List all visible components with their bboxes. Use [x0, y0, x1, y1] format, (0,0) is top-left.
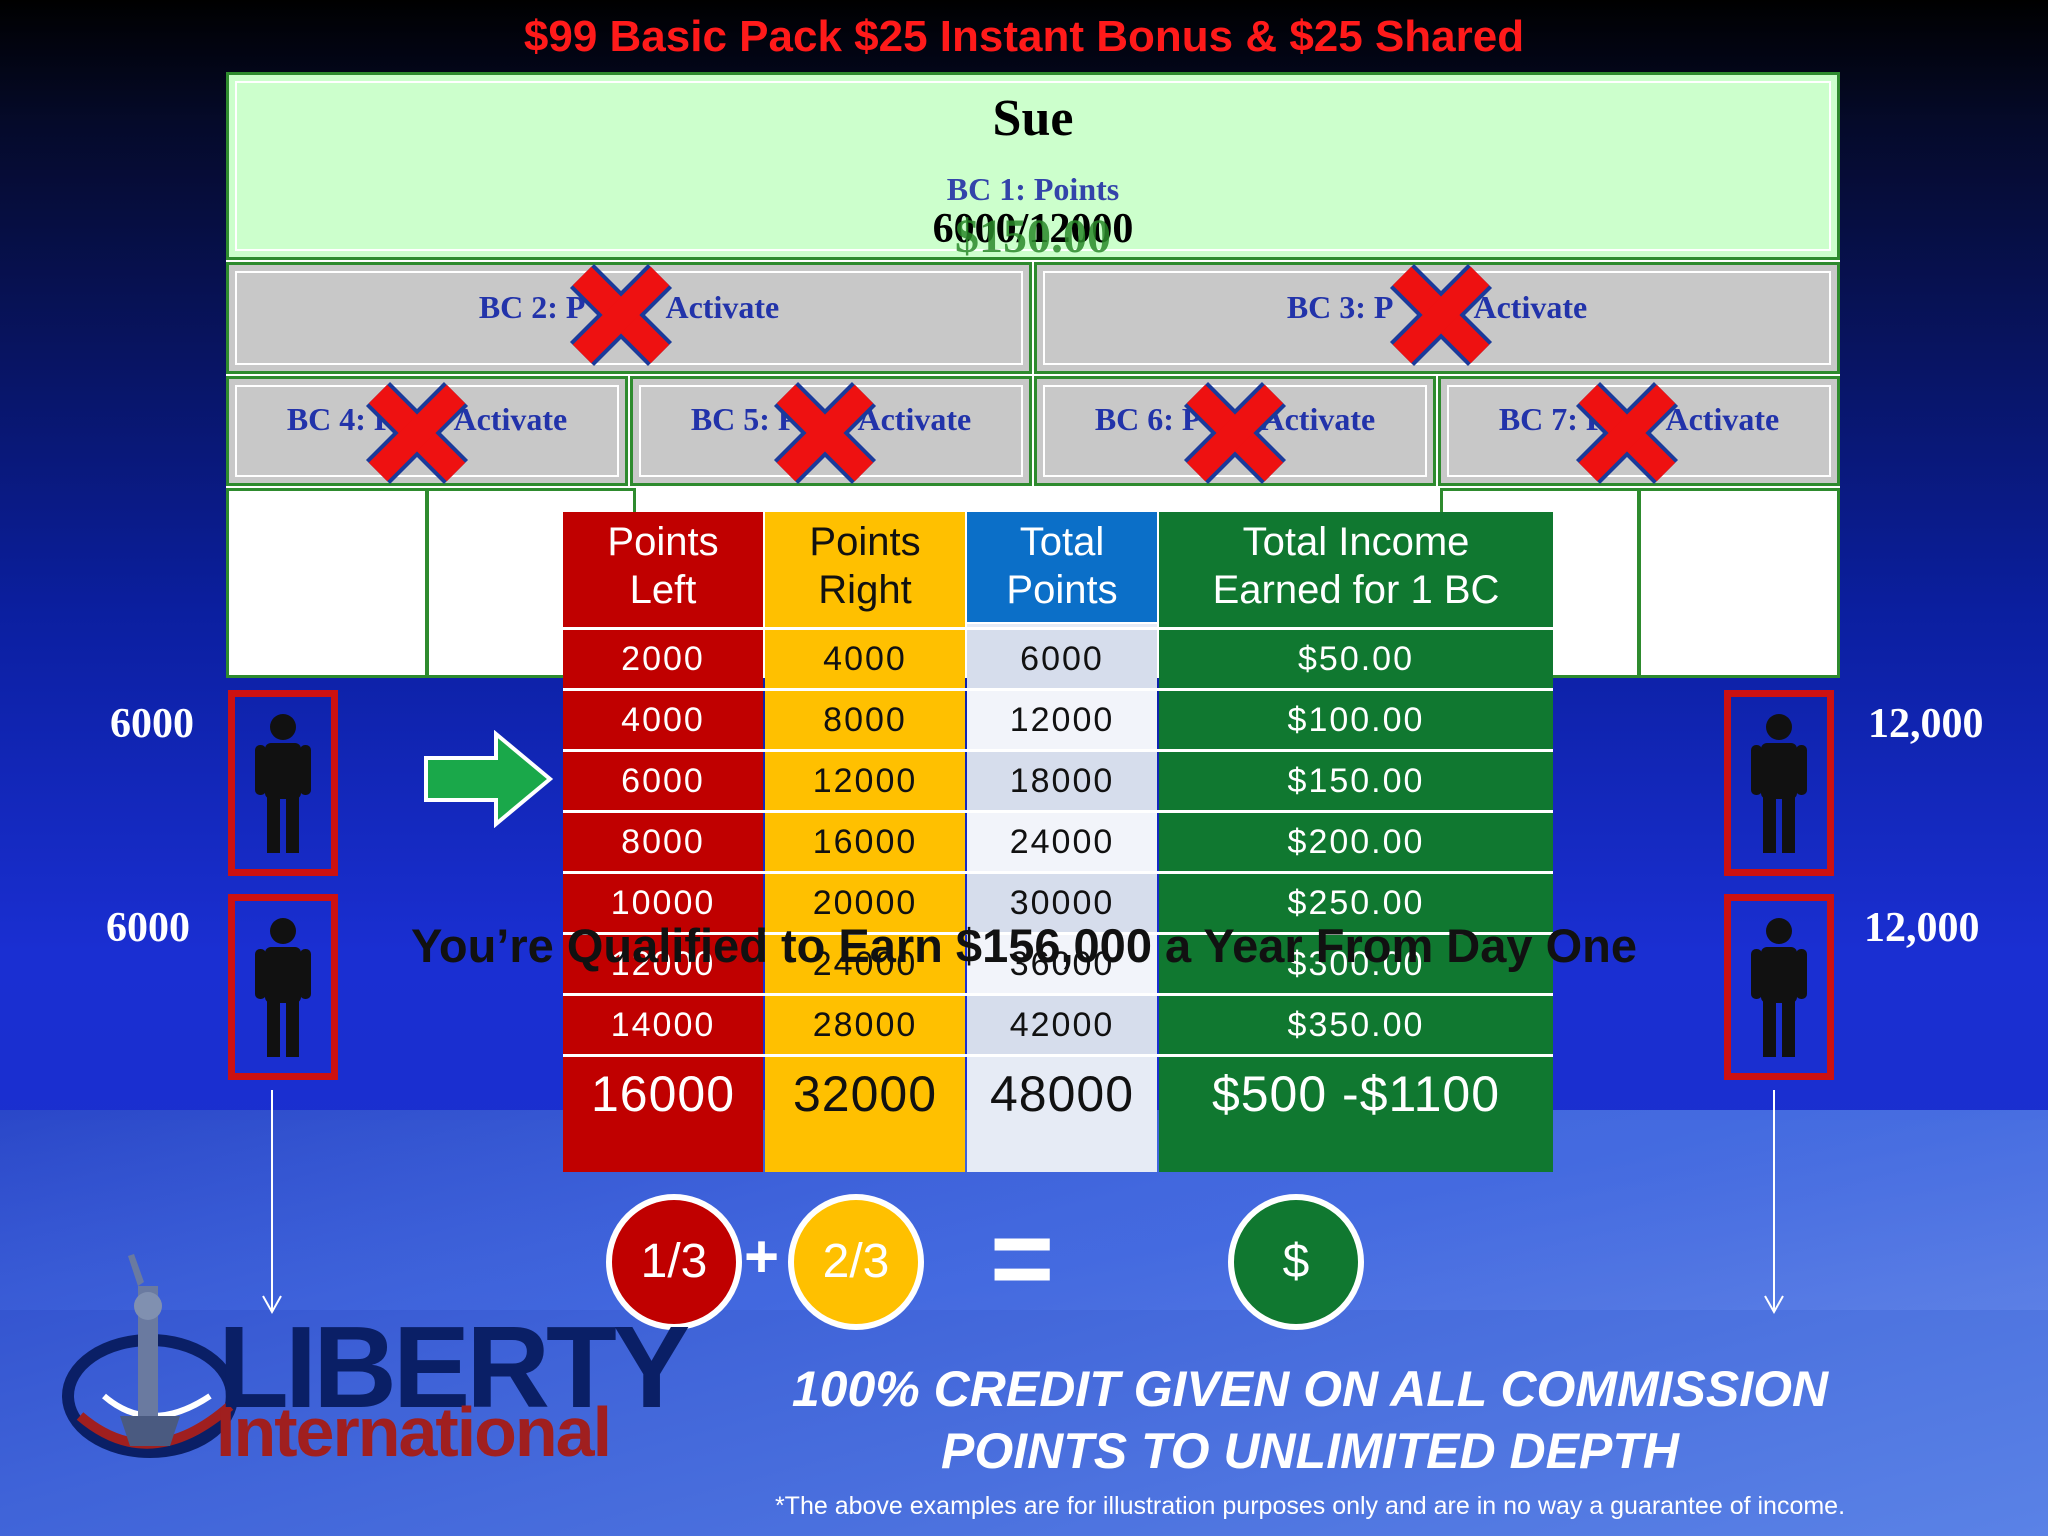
table-cell: $250.00 [1287, 884, 1425, 922]
qualified-banner: You’re Qualified to Earn $156,000 a Year… [411, 919, 1637, 972]
table-cell: $350.00 [1287, 1006, 1425, 1044]
table-cell: 14000 [610, 1006, 716, 1044]
bc1-label: BC 1: Points [946, 171, 1120, 207]
member-name: Sue [992, 90, 1074, 147]
table-cell: 12000 [1009, 701, 1115, 739]
table-cell: 4000 [823, 640, 907, 678]
table-cell: 12000 [610, 945, 716, 983]
table-cell: 24000 [1009, 823, 1115, 861]
person-icon [1751, 714, 1807, 853]
table-cell: 6000 [621, 762, 705, 800]
blocked-x-icon [365, 381, 469, 485]
row-divider [563, 871, 1553, 874]
bc3-label: BC 3: P [1286, 289, 1394, 325]
row-divider [563, 993, 1553, 996]
arrow-right-icon [424, 730, 554, 828]
table-cell: 8000 [823, 701, 907, 739]
row-divider [563, 1054, 1553, 1057]
blocked-x-icon [773, 381, 877, 485]
credit-line-2: POINTS TO UNLIMITED DEPTH [941, 1423, 1679, 1479]
table-cell: 4000 [621, 701, 705, 739]
row-divider [563, 810, 1553, 813]
bc4-activate[interactable]: Activate [453, 401, 568, 437]
bc3-activate[interactable]: Activate [1473, 289, 1588, 325]
table-cell: 16000 [812, 823, 918, 861]
logo-international: International [216, 1393, 612, 1471]
two-thirds-circle: 2/3 [788, 1194, 924, 1330]
table-cell: 20000 [812, 884, 918, 922]
table-cell-total: 48000 [989, 1066, 1135, 1122]
logo-liberty: LIBERTY [218, 1302, 690, 1432]
member-card [228, 690, 338, 876]
table-cell: 18000 [1009, 762, 1115, 800]
table-cell: 24000 [812, 945, 918, 983]
row-divider [563, 627, 1553, 630]
arrow-down-icon [262, 1090, 282, 1315]
table-cell: $200.00 [1287, 823, 1425, 861]
plus-sign: + [744, 1223, 780, 1290]
right-leg-points: 12,000 [1864, 905, 1980, 951]
bc7-activate[interactable]: Activate [1665, 401, 1780, 437]
disclaimer: *The above examples are for illustration… [774, 1492, 1846, 1520]
statue-of-liberty-icon [62, 1254, 238, 1458]
blocked-x-icon [1389, 263, 1493, 367]
table-cell: 36000 [1009, 945, 1115, 983]
dollar-circle: $ [1228, 1194, 1364, 1330]
tree-cell [1638, 488, 1840, 678]
table-cell: $300.00 [1287, 945, 1425, 983]
table-cell: 10000 [610, 884, 716, 922]
bc6-label: BC 6: P [1094, 401, 1202, 437]
member-card [228, 894, 338, 1080]
bc2-activate[interactable]: Activate [665, 289, 780, 325]
left-leg-points: 6000 [106, 905, 190, 951]
blocked-x-icon [569, 263, 673, 367]
bc2-label: BC 2: P [478, 289, 586, 325]
person-icon [255, 714, 311, 853]
table-cell-total: $500 -$1100 [1211, 1066, 1501, 1122]
table-cell: 42000 [1009, 1006, 1115, 1044]
blocked-x-icon [1183, 381, 1287, 485]
person-icon [255, 918, 311, 1057]
table-cell-total: 32000 [792, 1066, 938, 1122]
row-divider [563, 932, 1553, 935]
table-cell: 30000 [1009, 884, 1115, 922]
equals-sign: = [990, 1197, 1055, 1320]
row-divider [563, 688, 1553, 691]
table-cell: 6000 [1020, 640, 1104, 678]
right-leg-points: 12,000 [1868, 701, 1984, 747]
bc1-amount: $150.00 [955, 210, 1111, 263]
one-third-circle: 1/3 [606, 1194, 742, 1330]
bc1-node: Sue BC 1: Points 6000/12000 $150.00 [226, 72, 1840, 263]
table-cell: $50.00 [1298, 640, 1414, 678]
person-icon [1751, 918, 1807, 1057]
table-cell: 2000 [621, 640, 705, 678]
member-card [1724, 894, 1834, 1080]
table-cell-total: 16000 [590, 1066, 736, 1122]
credit-line-1: 100% CREDIT GIVEN ON ALL COMMISSION [791, 1361, 1829, 1417]
page-title: $99 Basic Pack $25 Instant Bonus & $25 S… [523, 12, 1525, 61]
bc5-activate[interactable]: Activate [857, 401, 972, 437]
arrow-down-icon [1764, 1090, 1784, 1315]
table-cell: 12000 [812, 762, 918, 800]
table-cell: 28000 [812, 1006, 918, 1044]
table-cell: 8000 [621, 823, 705, 861]
left-leg-points: 6000 [110, 701, 194, 747]
table-cell: $150.00 [1287, 762, 1425, 800]
bc1-points: 6000/12000 [932, 206, 1134, 252]
row-divider [563, 749, 1553, 752]
member-card [1724, 690, 1834, 876]
blocked-x-icon [1575, 381, 1679, 485]
tree-cell [226, 488, 428, 678]
table-cell: $100.00 [1287, 701, 1425, 739]
